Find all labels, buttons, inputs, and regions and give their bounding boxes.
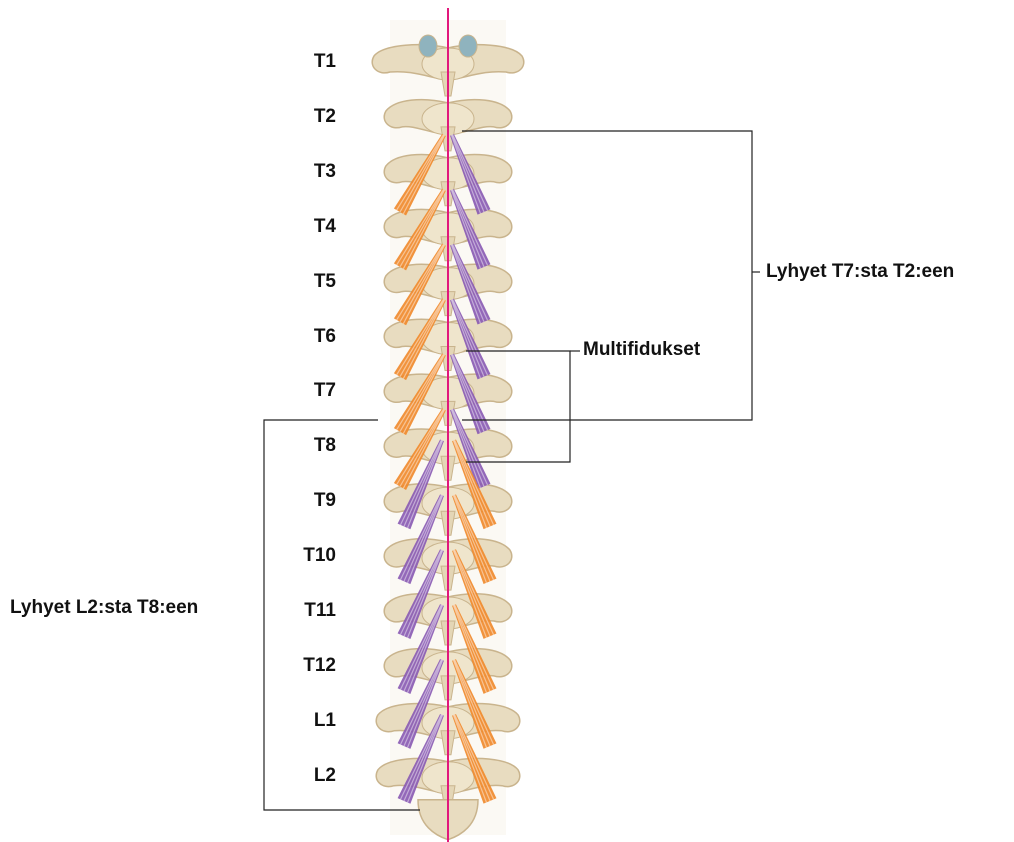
- vertebra-label-t9: T9: [276, 491, 336, 511]
- vertebra-label-t4: T4: [276, 217, 336, 237]
- vertebra-label-t7: T7: [276, 381, 336, 401]
- vertebra-label-t8: T8: [276, 436, 336, 456]
- vertebra-label-t10: T10: [276, 546, 336, 566]
- vertebra-label-t6: T6: [276, 327, 336, 347]
- vertebra-label-t5: T5: [276, 272, 336, 292]
- vertebra-label-t2: T2: [276, 107, 336, 127]
- lower-group-label: Lyhyet L2:sta T8:een: [10, 597, 198, 619]
- vertebra-label-t12: T12: [276, 656, 336, 676]
- vertebra-label-t1: T1: [276, 52, 336, 72]
- multifidus-label: Multifidukset: [583, 339, 700, 361]
- vertebra-label-t11: T11: [276, 601, 336, 621]
- vertebra-label-l1: L1: [276, 711, 336, 731]
- vertebra-label-t3: T3: [276, 162, 336, 182]
- vertebra-label-l2: L2: [276, 766, 336, 786]
- upper-group-label: Lyhyet T7:sta T2:een: [766, 261, 954, 283]
